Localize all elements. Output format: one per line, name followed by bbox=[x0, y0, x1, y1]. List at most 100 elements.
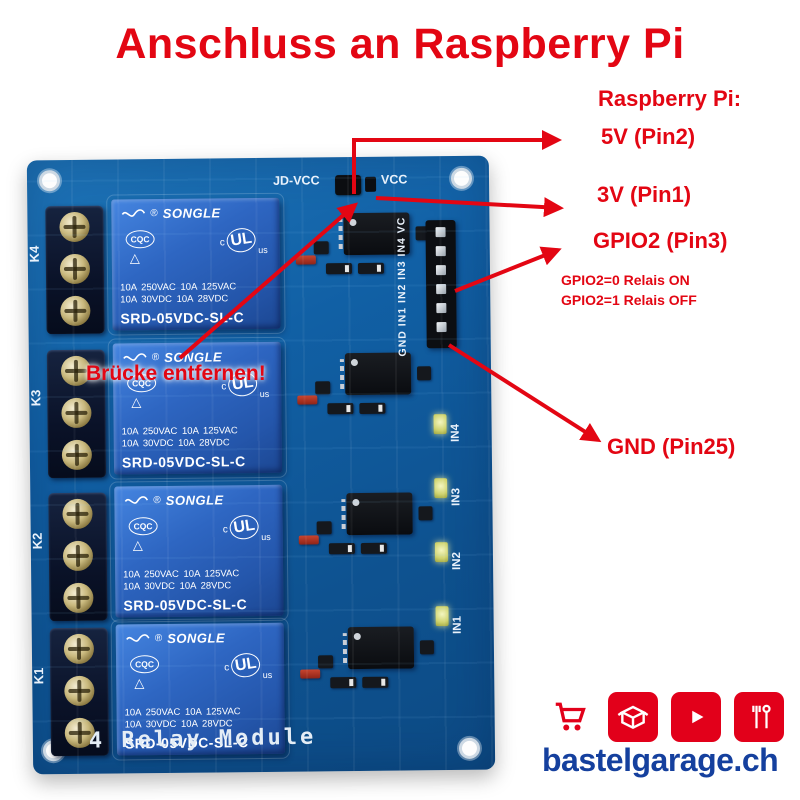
ul-logo: UL bbox=[229, 651, 263, 680]
registered-mark: ® bbox=[154, 633, 163, 645]
cqc-mark: CQC bbox=[129, 655, 160, 674]
tools-icon bbox=[734, 692, 784, 742]
input-pin-header bbox=[425, 219, 457, 349]
relay-brand: SONGLE bbox=[167, 630, 226, 646]
smd-diode bbox=[359, 402, 386, 414]
ul-c: c bbox=[219, 237, 225, 249]
relay-model: SRD-05VDC-SL-C bbox=[123, 596, 248, 614]
smd-diode bbox=[362, 676, 389, 688]
relay-brand-row: ® SONGLE bbox=[126, 630, 274, 647]
brand-logo-text: bastelgarage.ch bbox=[542, 742, 779, 778]
terminal-block-k2 bbox=[48, 492, 108, 622]
cart-icon bbox=[545, 692, 595, 742]
screw bbox=[64, 675, 95, 707]
songle-swirl-icon bbox=[124, 495, 149, 504]
transistor bbox=[317, 655, 334, 669]
optocoupler-ic bbox=[344, 352, 412, 396]
ul-us: us bbox=[261, 531, 271, 543]
channel-label-k2: K2 bbox=[29, 532, 45, 550]
relay-ratings: 10A 250VAC 10A 125VAC 10A 30VDC 10A 28VD… bbox=[120, 281, 276, 306]
songle-swirl-icon bbox=[123, 352, 147, 361]
header-pins-silkscreen: GND IN1 IN2 IN3 IN4 VC bbox=[395, 216, 409, 357]
transistor bbox=[316, 521, 332, 535]
label-gpio2-off: GPIO2=1 Relais OFF bbox=[561, 292, 697, 308]
label-gnd: GND (Pin25) bbox=[607, 434, 736, 459]
header-pin bbox=[436, 322, 447, 333]
triangle-mark: △ bbox=[129, 250, 140, 266]
relay-ratings-2: 10A 30VDC 10A 28VDC bbox=[123, 579, 232, 592]
smd-resistor bbox=[295, 255, 316, 265]
mounting-hole bbox=[38, 170, 61, 192]
smd-diode bbox=[328, 543, 355, 555]
relay-brand: SONGLE bbox=[165, 492, 224, 508]
header-pin bbox=[436, 284, 447, 295]
smd-diode bbox=[327, 403, 354, 415]
smd-diode bbox=[357, 262, 385, 274]
relay-k3: ® SONGLE CQC △ c UL us 10A 250VAC 10A 12… bbox=[107, 336, 288, 480]
ul-c: c bbox=[224, 662, 230, 674]
vcc-silkscreen: VCC bbox=[380, 172, 408, 187]
relay-ratings: 10A 250VAC 10A 125VAC 10A 30VDC 10A 28VD… bbox=[122, 425, 278, 450]
status-led bbox=[433, 414, 447, 435]
label-5v: 5V (Pin2) bbox=[601, 124, 696, 149]
relay-ratings-2: 10A 30VDC 10A 28VDC bbox=[121, 436, 230, 449]
screw bbox=[60, 295, 91, 327]
label-3v: 3V (Pin1) bbox=[597, 182, 692, 207]
screw bbox=[62, 540, 94, 572]
smd-part bbox=[419, 640, 434, 655]
screw bbox=[62, 498, 93, 530]
smd-resistor bbox=[300, 669, 321, 679]
relay-brand-row: ® SONGLE bbox=[121, 205, 269, 222]
channel-label-k1: K1 bbox=[31, 667, 47, 685]
smd-part bbox=[418, 506, 433, 521]
label-raspberry-pi: Raspberry Pi: bbox=[598, 86, 742, 111]
ul-mark: c UL us bbox=[224, 651, 272, 690]
label-gpio2: GPIO2 (Pin3) bbox=[593, 228, 728, 253]
page-title: Anschluss an Raspberry Pi bbox=[115, 20, 685, 68]
screw bbox=[61, 397, 92, 429]
vcc-jumper-pin bbox=[364, 176, 377, 192]
triangle-mark: △ bbox=[131, 394, 142, 410]
input-label-in1: IN1 bbox=[451, 615, 464, 635]
status-led bbox=[434, 478, 448, 499]
jdvcc-jumper-cap bbox=[334, 174, 362, 196]
label-bridge-remove: Brücke entfernen! bbox=[86, 362, 266, 385]
smd-diode bbox=[330, 677, 357, 689]
ul-us: us bbox=[258, 244, 268, 256]
screw bbox=[59, 253, 91, 285]
mounting-hole bbox=[450, 167, 473, 189]
smd-resistor bbox=[298, 535, 319, 545]
relay-k2: ® SONGLE CQC △ c UL us 10A 250VAC 10A 12… bbox=[109, 479, 289, 623]
ul-logo: UL bbox=[228, 513, 261, 542]
header-pin bbox=[435, 227, 446, 238]
input-label-in4: IN4 bbox=[449, 423, 462, 443]
status-led bbox=[435, 606, 449, 627]
songle-swirl-icon bbox=[121, 208, 146, 217]
smd-diode bbox=[325, 263, 353, 275]
optocoupler-ic bbox=[346, 492, 413, 536]
box-icon bbox=[608, 692, 658, 742]
ul-us: us bbox=[259, 388, 270, 400]
footer-icons bbox=[545, 692, 784, 742]
screw bbox=[59, 211, 90, 243]
songle-swirl-icon bbox=[126, 633, 150, 642]
optocoupler-ic bbox=[347, 626, 415, 670]
triangle-mark: △ bbox=[132, 537, 143, 553]
header-pin bbox=[436, 303, 447, 314]
header-pin bbox=[435, 246, 446, 257]
smd-part bbox=[416, 366, 432, 381]
youtube-icon bbox=[671, 692, 721, 742]
ul-mark: c UL us bbox=[219, 226, 268, 265]
ul-c: c bbox=[222, 524, 228, 536]
input-label-in3: IN3 bbox=[450, 487, 463, 507]
channel-label-k3: K3 bbox=[28, 389, 44, 407]
triangle-mark: △ bbox=[134, 675, 145, 691]
module-silkscreen-label: 4 Relay Module bbox=[88, 724, 317, 754]
screw bbox=[63, 582, 94, 614]
terminal-block-k4 bbox=[45, 205, 105, 335]
transistor bbox=[313, 241, 329, 255]
screw bbox=[63, 633, 95, 665]
relay-brand: SONGLE bbox=[162, 205, 221, 222]
relay-k4: ® SONGLE CQC △ c UL us 10A 250VAC 10A 12… bbox=[106, 192, 286, 336]
